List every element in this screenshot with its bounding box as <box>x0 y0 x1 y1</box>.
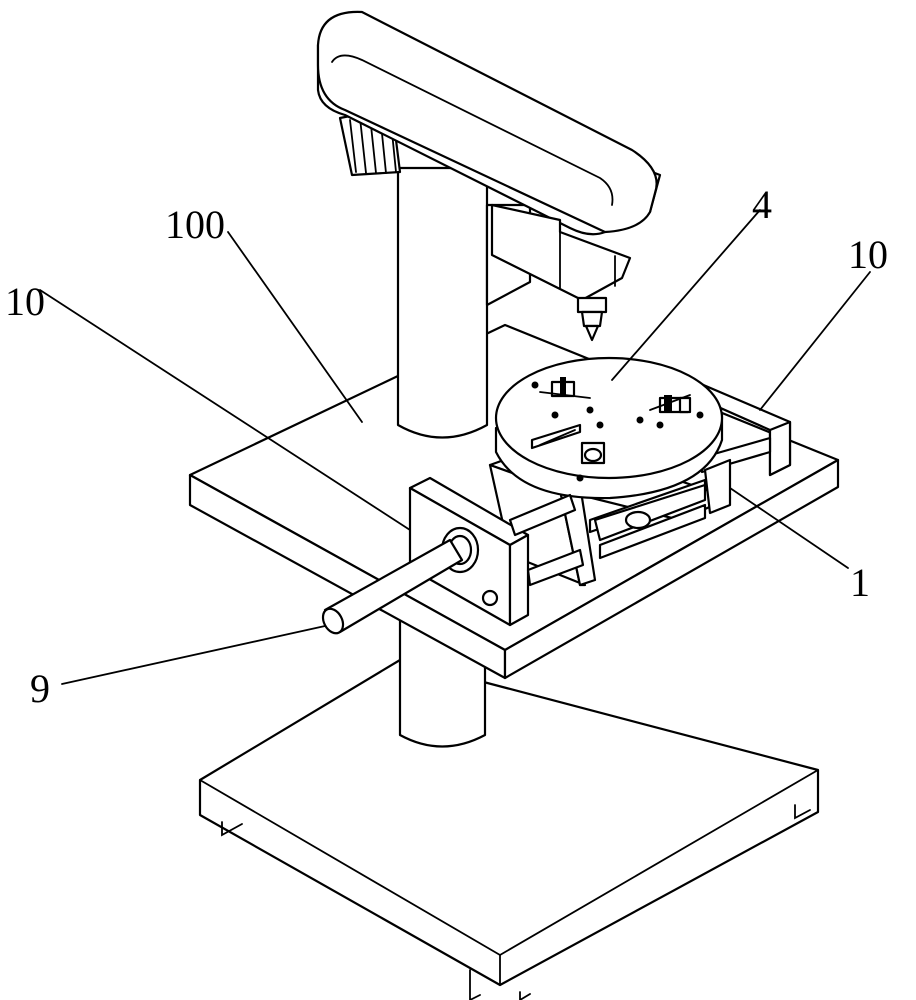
fixture-clamp-a <box>539 377 591 399</box>
spindle-housing <box>490 203 632 342</box>
head-arm <box>316 10 662 236</box>
label-frame: 100 <box>165 202 225 247</box>
label-turntable: 4 <box>752 182 772 227</box>
fixture-clamp-b <box>649 394 692 414</box>
label-clamp-left: 10 <box>5 279 45 324</box>
label-handle-rod: 9 <box>30 666 50 711</box>
leader-lines <box>39 209 871 685</box>
fixture-clamp-c <box>530 423 606 465</box>
turntable <box>494 356 724 500</box>
label-clamp-right: 10 <box>848 232 888 277</box>
base-plate <box>198 658 820 1000</box>
label-slide-base: 1 <box>850 560 870 605</box>
handle-rod <box>321 538 464 635</box>
